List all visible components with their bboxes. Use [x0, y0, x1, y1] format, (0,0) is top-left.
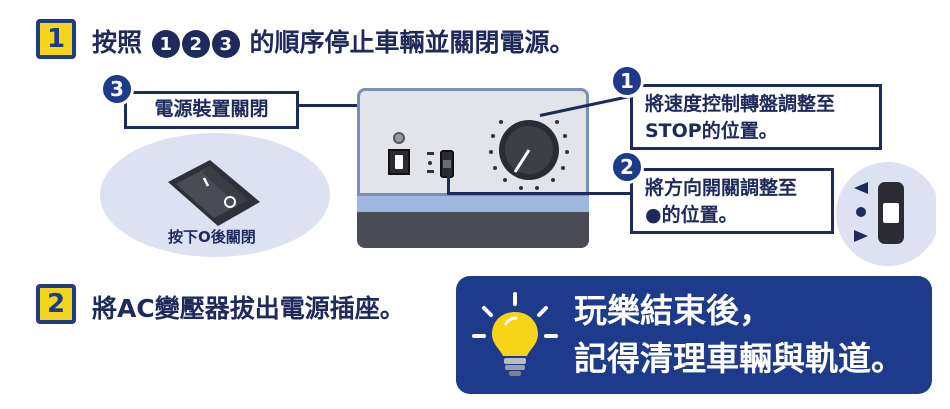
tip-line-1: 玩樂結束後，: [574, 291, 772, 330]
stop-dot-icon: [856, 207, 866, 217]
control-panel-base: [357, 212, 589, 248]
step-2-badge: 2: [36, 284, 76, 324]
power-switch[interactable]: [388, 149, 410, 175]
callout-3-leader-h: [296, 104, 389, 107]
callout-2-leader-v: [447, 175, 450, 195]
lightbulb-icon: [472, 292, 558, 376]
callout-1-line1: 將速度控制轉盤調整至: [645, 93, 836, 115]
control-box: [357, 88, 589, 248]
switch-caption: 按下O後關閉: [168, 228, 256, 246]
callout-2-line1: 將方向開關調整至: [645, 177, 798, 199]
step-order-1: 1: [151, 30, 180, 58]
step-order-2: 2: [181, 30, 210, 58]
direction-switch-detail: [836, 162, 936, 266]
speed-dial[interactable]: [485, 106, 573, 194]
callout-3-box: 電源裝置關閉: [124, 91, 299, 129]
callout-1-line2: STOP的位置。: [645, 120, 778, 142]
tip-line-2: 記得清理車輛與軌道。: [574, 339, 904, 378]
step-1-heading-before: 按照: [92, 28, 143, 57]
callout-2-number: 2: [610, 150, 644, 184]
callout-2-box: 將方向開關調整至 ●的位置。: [630, 168, 834, 234]
callout-3-number: 3: [100, 72, 134, 106]
step-1-badge: 1: [36, 19, 76, 59]
direction-switch[interactable]: [440, 150, 454, 178]
step-1-heading-after: 的順序停止車輛並關閉電源。: [249, 28, 575, 57]
callout-3-text: 電源裝置關閉: [154, 98, 269, 120]
step-2-text: 將AC變壓器拔出電源插座。: [92, 294, 405, 323]
cleaning-tip-box: 玩樂結束後， 記得清理車輛與軌道。: [456, 276, 932, 394]
step-1-number: 1: [46, 24, 66, 54]
rocker-switch-icon: [168, 160, 260, 226]
power-led: [393, 132, 405, 144]
callout-1-number: 1: [610, 64, 644, 98]
step-2-number: 2: [46, 289, 66, 319]
rocker-switch-illustration: [100, 133, 330, 257]
forward-arrow-icon: [854, 182, 868, 194]
step-order-3: 3: [211, 30, 240, 58]
direction-switch-markers: [427, 152, 435, 174]
reverse-arrow-icon: [854, 230, 868, 242]
callout-2-line2: ●的位置。: [645, 204, 738, 226]
callout-1-box: 將速度控制轉盤調整至 STOP的位置。: [630, 84, 882, 150]
control-panel-band: [357, 196, 589, 212]
callout-2-leader-h: [447, 192, 633, 195]
